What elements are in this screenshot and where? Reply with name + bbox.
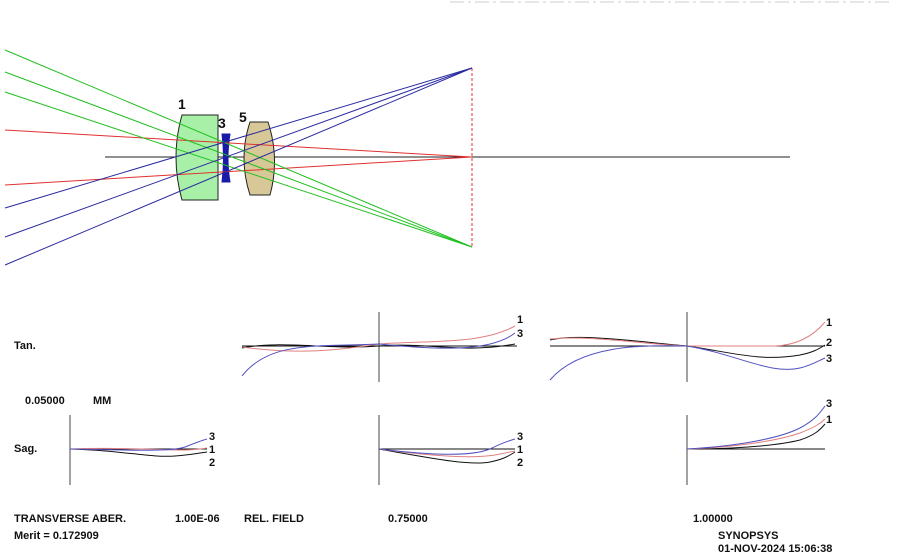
- rays-full-field: [4, 67, 473, 266]
- sag-row-label: Sag.: [14, 443, 38, 455]
- curve-label-2: 2: [209, 457, 215, 469]
- surface-label-3: 3: [218, 115, 226, 131]
- sag-plot-field-100: 3 1: [686, 398, 832, 485]
- curve-label-3: 3: [517, 431, 523, 443]
- curve-label-1: 1: [826, 317, 832, 329]
- curve-label-1: 1: [517, 314, 523, 326]
- curve-label-3: 3: [826, 398, 832, 410]
- curve-3: [549, 345, 826, 381]
- curve-label-3: 3: [209, 431, 215, 443]
- surface-label-1: 1: [178, 96, 186, 112]
- sag-plot-field-075: 3 1 2: [378, 415, 523, 485]
- curve-2: [686, 423, 826, 450]
- curve-2: [241, 343, 516, 349]
- timestamp: 01-NOV-2024 15:06:38: [718, 543, 833, 555]
- tan-plot-field-075: 1 3: [241, 312, 523, 382]
- curve-2: [69, 448, 208, 457]
- curve-label-3: 3: [826, 353, 832, 365]
- curve-label-2: 2: [517, 457, 523, 469]
- rays-mid-field: [4, 49, 473, 248]
- plot-title: TRANSVERSE ABER.: [14, 513, 127, 525]
- lens-element-5: [243, 121, 276, 196]
- sag-plot-field-0: 3 1 2: [69, 415, 215, 485]
- merit-value: Merit = 0.172909: [14, 530, 99, 542]
- curve-3: [69, 438, 208, 451]
- curve-label-2: 2: [826, 337, 832, 349]
- curve-1: [686, 418, 826, 450]
- tan-row-label: Tan.: [14, 340, 36, 352]
- tan-plot-field-100: 1 2 3: [549, 312, 832, 382]
- surface-label-5: 5: [239, 109, 247, 125]
- curve-label-1: 1: [209, 444, 215, 456]
- field-full-value: 1.00000: [693, 513, 733, 525]
- curve-1: [378, 448, 516, 458]
- curve-1: [69, 447, 208, 451]
- lens-element-1: [175, 114, 219, 201]
- curve-label-3: 3: [517, 328, 523, 340]
- curve-3: [241, 332, 516, 377]
- curve-label-1: 1: [826, 414, 832, 426]
- scale-unit: MM: [93, 395, 112, 407]
- curve-2: [378, 448, 516, 464]
- rel-field-label: REL. FIELD: [244, 513, 304, 525]
- rays-on-axis: [4, 129, 473, 186]
- curve-3: [378, 438, 516, 455]
- program-name: SYNOPSYS: [718, 530, 779, 542]
- curve-3: [686, 405, 826, 450]
- lens-layout: 1 3 5: [4, 49, 790, 266]
- curve-label-1: 1: [517, 444, 523, 456]
- field-mid-value: 0.75000: [388, 513, 428, 525]
- scale-value: 0.05000: [25, 395, 65, 407]
- curve-2: [549, 336, 826, 358]
- wavelength-weight: 1.00E-06: [175, 513, 220, 525]
